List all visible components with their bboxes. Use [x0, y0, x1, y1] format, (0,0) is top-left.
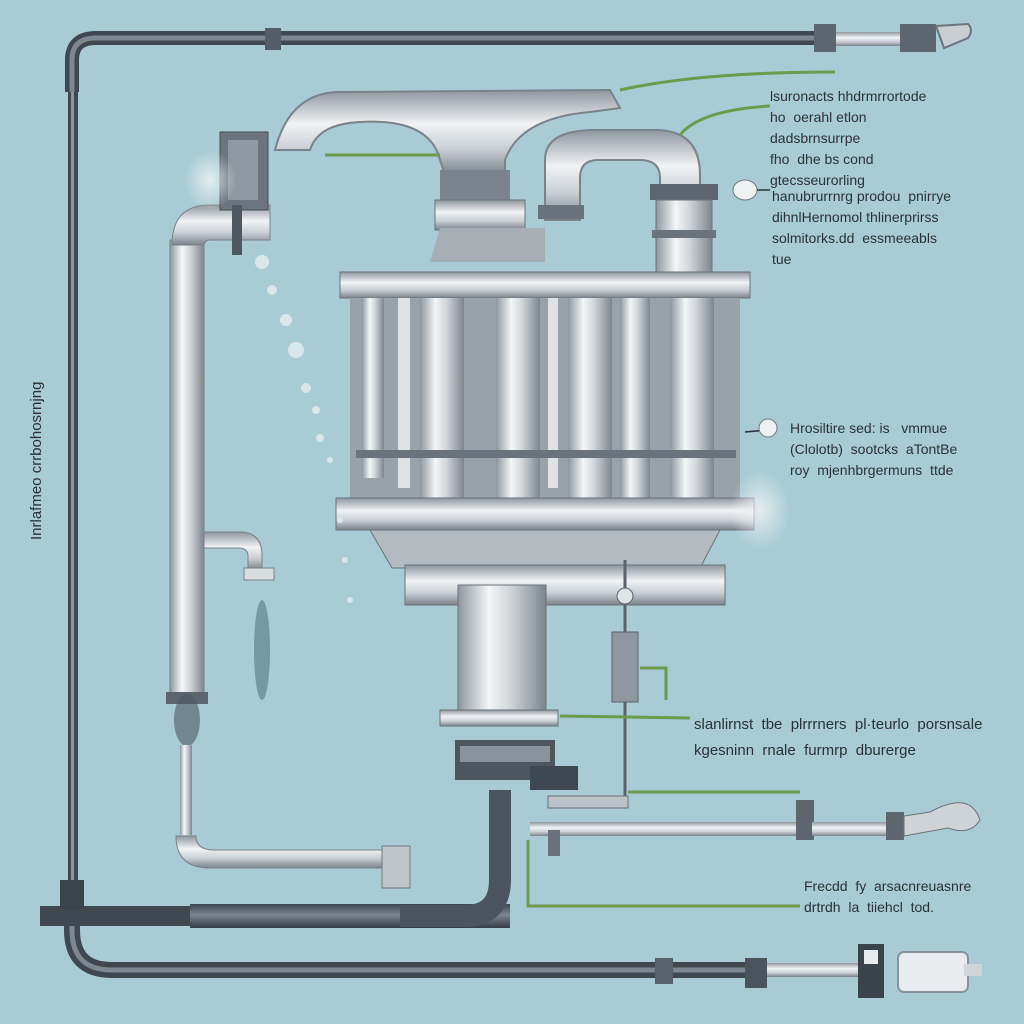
label-line: roy mjenhbrgermuns ttde	[790, 462, 954, 478]
pointer-markers	[744, 189, 778, 438]
label-line: dadsbrnsurrpe	[770, 130, 861, 146]
left-supply-pipe	[166, 204, 411, 889]
label-right-middle: Hrosiltire sed: is vmmue (Clolotb) sootc…	[790, 418, 957, 481]
label-line: drtrdh la tiiehcl tod.	[804, 899, 934, 915]
label-line: fho dhe bs cond	[770, 151, 874, 167]
gauge-assembly	[530, 560, 981, 856]
bottom-return-pipe	[40, 790, 982, 998]
label-lower: slanlirnst tbe plrrrners pl·teurlo porsn…	[694, 712, 982, 764]
top-manifold	[273, 88, 758, 273]
label-line: Frecdd fy arsacnreuasnre	[804, 878, 972, 894]
label-line: kgesninn rnale furmrp dburerge	[694, 742, 916, 759]
label-right-upper: hanubrurrnrg prodou pnirrye dihnlHernomo…	[772, 186, 951, 270]
label-line: (Clolotb) sootcks aTontBe	[790, 441, 958, 457]
label-line: ho oerahl etlon	[770, 109, 867, 125]
label-line: slanlirnst tbe plrrrners pl·teurlo porsn…	[694, 716, 983, 733]
label-top-right: lsuronacts hhdrmrrortode ho oerahl etlon…	[770, 86, 926, 191]
label-line: solmitorks.dd essmeeabls	[772, 230, 937, 246]
inlet-valve	[184, 131, 269, 255]
label-left-vertical: Inrlafmeo crrbohosrnjng	[28, 381, 45, 540]
label-line: gtecsseurorling	[770, 172, 865, 188]
outer-return-pipe	[65, 22, 972, 892]
label-line: Hrosiltire sed: is vmmue	[790, 420, 948, 436]
pump-housing	[335, 271, 790, 790]
label-line: lsuronacts hhdrmrrortode	[770, 88, 927, 104]
label-bottom-right: Frecdd fy arsacnreuasnre drtrdh la tiieh…	[804, 876, 971, 918]
label-line: dihnlHernomol thlinerprirss	[772, 209, 939, 225]
leader-lines	[325, 70, 836, 908]
label-line: tue	[772, 251, 792, 267]
label-line: hanubrurrnrg prodou pnirrye	[772, 188, 951, 204]
bubbles	[255, 255, 353, 603]
